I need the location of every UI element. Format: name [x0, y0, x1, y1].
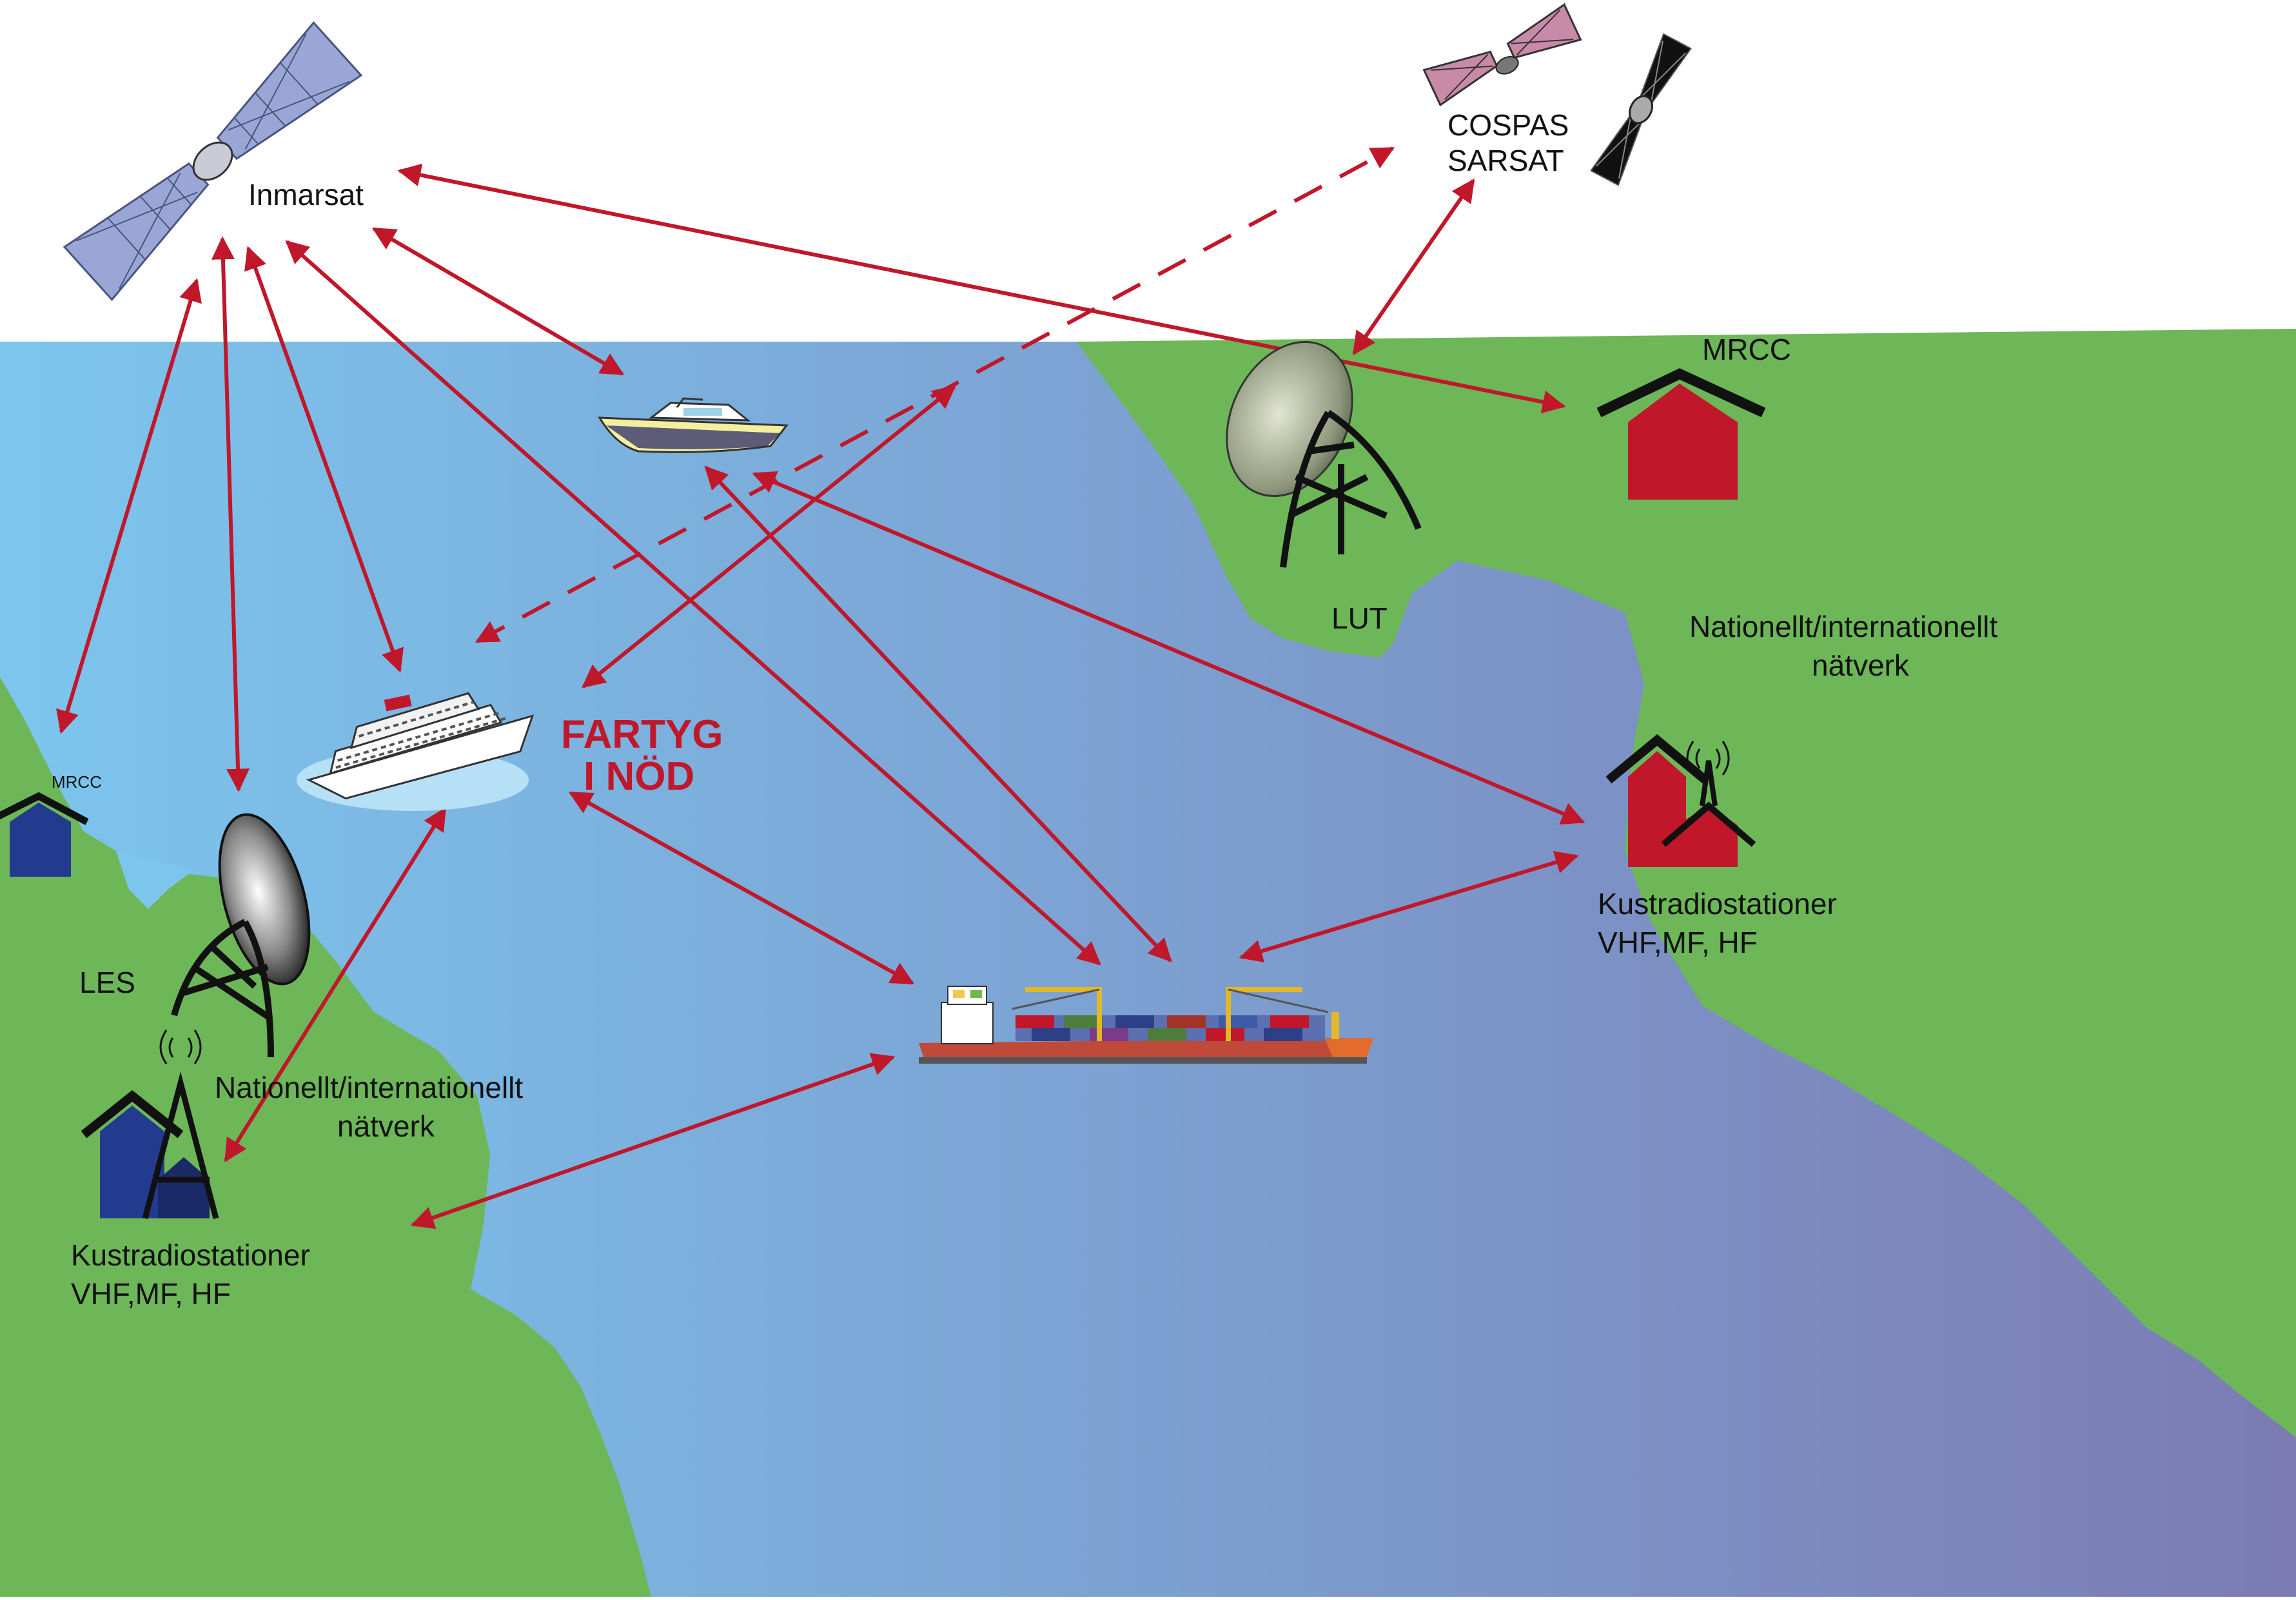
mrcc-left-label: MRCC — [52, 772, 102, 792]
satellite-icon — [1422, 3, 1582, 107]
satellite-icon — [63, 21, 363, 302]
link-distress-cargo — [568, 791, 915, 985]
link-inmarsat-cruise — [244, 246, 404, 673]
link-cospas-lut — [1352, 179, 1475, 355]
lut-label: LUT — [1331, 601, 1388, 635]
satellite-icon — [1589, 33, 1693, 186]
network-right-line1: Nationellt/internationellt — [1689, 610, 1997, 643]
network-right-line2: nätverk — [1812, 649, 1910, 682]
sarsat-label: SARSAT — [1447, 144, 1564, 177]
satellite-dish-icon — [1226, 340, 1422, 568]
link-boat-coastal-right — [752, 471, 1585, 825]
coastal-left-line1: Kustradiostationer — [71, 1238, 310, 1272]
network-left-line2: nätverk — [337, 1109, 435, 1143]
les-label: LES — [79, 966, 135, 999]
link-cargo-coastal-left — [410, 1053, 896, 1229]
mrcc-right-label: MRCC — [1702, 333, 1791, 366]
cruise-ship-icon — [297, 692, 535, 811]
coastal-right-line1: Kustradiostationer — [1598, 887, 1837, 921]
links — [56, 146, 1585, 1229]
radio-tower-icon — [1605, 734, 1756, 867]
link-cargo-coastal-right — [1239, 851, 1579, 962]
house-icon — [1596, 368, 1766, 500]
house-icon — [0, 792, 89, 877]
bay-left — [116, 851, 193, 909]
network-left-line1: Nationellt/internationellt — [215, 1071, 523, 1104]
cargo-ship-icon — [919, 986, 1373, 1064]
link-cruise-coastal-left — [224, 806, 447, 1163]
inmarsat-label: Inmarsat — [248, 178, 364, 211]
radio-tower-icon — [81, 1029, 219, 1220]
coastal-right-line2: VHF,MF, HF — [1598, 926, 1758, 959]
boat-icon — [598, 397, 789, 453]
link-inmarsat-les — [211, 236, 250, 792]
distress-line1: FARTYG — [561, 712, 723, 757]
cospas-label: COSPAS — [1447, 108, 1569, 142]
distress-line2: I NÖD — [584, 754, 694, 799]
link-inmarsat-mrcc-left — [56, 278, 202, 734]
coastal-left-line2: VHF,MF, HF — [71, 1277, 231, 1311]
satellite-dish-icon — [171, 813, 311, 1058]
